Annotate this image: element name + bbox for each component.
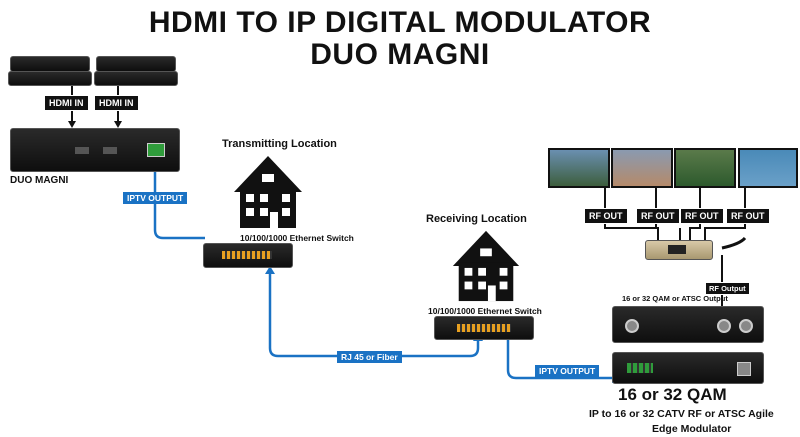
- arrow-up-left-switch: [265, 266, 275, 274]
- switch-ports-icon: [457, 324, 511, 332]
- rf-line-1: [604, 186, 659, 240]
- hdmi-arrow-2: [114, 121, 122, 128]
- duo-magni-device: [10, 128, 180, 172]
- port-icon: [737, 362, 751, 376]
- edge-modulator-desc-line1: IP to 16 or 32 CATV RF or ATSC Agile: [589, 408, 774, 420]
- building-icon: [452, 230, 520, 302]
- iptv-output-label-left: IPTV OUTPUT: [123, 192, 188, 204]
- rf-out-label-1: RF OUT: [584, 208, 628, 224]
- rj45-fiber-label: RJ 45 or Fiber: [337, 351, 402, 363]
- edge-modulator-desc-line2: Edge Modulator: [652, 423, 732, 435]
- iptv-output-label-right: IPTV OUTPUT: [535, 365, 600, 377]
- tv-screen-4: [738, 148, 798, 188]
- hdmi-port-icon: [103, 147, 117, 154]
- switch-right-label: 10/100/1000 Ethernet Switch: [428, 306, 542, 316]
- transmitting-location-label: Transmitting Location: [222, 138, 337, 150]
- source-box-2-bottom: [94, 71, 178, 86]
- rf-output-label: RF Output: [705, 282, 750, 295]
- qam-modulator-top: [612, 306, 764, 343]
- diagram-title-line1: HDMI TO IP DIGITAL MODULATOR: [148, 6, 652, 39]
- rf-connector-icon: [739, 319, 753, 333]
- splitter-label-icon: [668, 245, 686, 254]
- source-box-1-bottom: [8, 71, 92, 86]
- ethernet-switch-right: [434, 316, 534, 340]
- ethernet-port-icon: [147, 143, 165, 157]
- hdmi-arrow-1: [68, 121, 76, 128]
- rf-cable-curl: [721, 236, 747, 250]
- rf-line-4: [704, 186, 746, 240]
- edge-modulator-device: [612, 352, 764, 384]
- hdmi-in-label-1: HDMI IN: [44, 95, 89, 111]
- rf-line-3: [689, 186, 701, 240]
- hdmi-in-label-2: HDMI IN: [94, 95, 139, 111]
- rf-connector-icon: [717, 319, 731, 333]
- ethernet-switch-left: [203, 243, 293, 268]
- qam-title: 16 or 32 QAM: [618, 385, 727, 404]
- cable-switch-to-modulator: [506, 338, 615, 380]
- cable-duo-to-switch: [153, 160, 205, 240]
- tv-screen-3: [674, 148, 736, 188]
- rf-splitter: [645, 240, 713, 260]
- duo-magni-label: DUO MAGNI: [10, 175, 69, 186]
- receiving-location-label: Receiving Location: [426, 213, 527, 225]
- rf-out-label-2: RF OUT: [636, 208, 680, 224]
- rf-out-label-3: RF OUT: [680, 208, 724, 224]
- power-connector-icon: [625, 319, 639, 333]
- qam-output-label: 16 or 32 QAM or ATSC Output: [622, 294, 728, 303]
- building-icon: [234, 156, 302, 228]
- hdmi-port-icon: [75, 147, 89, 154]
- rf-out-label-4: RF OUT: [726, 208, 770, 224]
- source-box-1-top: [10, 56, 90, 72]
- switch-ports-icon: [222, 251, 272, 259]
- switch-left-label: 10/100/1000 Ethernet Switch: [240, 233, 354, 243]
- ethernet-ports-icon: [627, 363, 653, 373]
- diagram-title-line2: DUO MAGNI: [310, 38, 490, 71]
- tv-screen-2: [611, 148, 673, 188]
- tv-screen-1: [548, 148, 610, 188]
- source-box-2-top: [96, 56, 176, 72]
